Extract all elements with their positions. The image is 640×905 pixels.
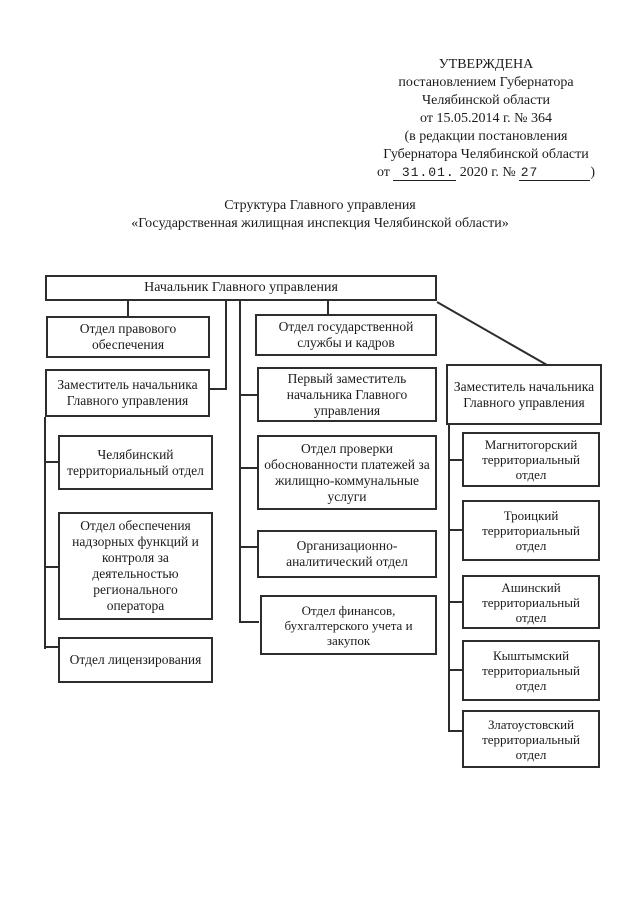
approval-line: УТВЕРЖДЕНА	[438, 57, 534, 72]
connector-line	[239, 394, 259, 396]
connector-line	[448, 425, 450, 732]
org-box-deputy-right: Заместитель начальника Главного управлен…	[446, 364, 602, 425]
connector-line	[448, 669, 464, 671]
connector-line	[44, 646, 60, 648]
connector-line	[239, 467, 259, 469]
connector-line	[127, 301, 129, 316]
org-box-org-analytical: Организационно-аналитический отдел	[257, 530, 437, 578]
connector-line	[448, 529, 464, 531]
connector-line	[44, 461, 60, 463]
approval-line: (в редакции постановления	[404, 129, 568, 144]
amendment-prefix: от	[376, 165, 390, 180]
org-box-civil-service: Отдел государственной службы и кадров	[255, 314, 437, 356]
approval-line: Губернатора Челябинской области	[383, 147, 589, 162]
connector-line	[448, 601, 464, 603]
org-box-magnitogorsk: Магнитогорский территориальный отдел	[462, 432, 600, 487]
org-box-head: Начальник Главного управления	[45, 275, 437, 301]
org-box-chelyabinsk: Челябинский территориальный отдел	[58, 435, 213, 490]
org-box-kyshtym: Кыштымский территориальный отдел	[462, 640, 600, 701]
connector-line	[239, 621, 259, 623]
connector-line	[239, 546, 259, 548]
title-line-1: Структура Главного управления	[224, 198, 416, 213]
connector-line	[225, 301, 227, 390]
amendment-number-filled: 27	[518, 165, 591, 181]
org-box-deputy-left: Заместитель начальника Главного управлен…	[45, 369, 210, 417]
approval-header: УТВЕРЖДЕНА постановлением Губернатора Че…	[348, 56, 624, 182]
amendment-middle: 2020 г. №	[459, 165, 516, 180]
org-box-first-deputy: Первый заместитель начальника Главного у…	[257, 367, 437, 422]
connector-line	[327, 301, 329, 314]
connector-line	[44, 417, 46, 649]
title-line-2: «Государственная жилищная инспекция Челя…	[131, 216, 509, 231]
org-box-legal: Отдел правового обеспечения	[46, 316, 210, 358]
approval-line: от 15.05.2014 г. № 364	[420, 111, 552, 126]
org-box-payment-check: Отдел проверки обоснованности платежей з…	[257, 435, 437, 510]
org-box-oversight: Отдел обеспечения надзорных функций и ко…	[58, 512, 213, 620]
approval-line: постановлением Губернатора	[398, 75, 574, 90]
connector-line	[448, 730, 464, 732]
amendment-date-filled: 31.01.	[392, 165, 456, 181]
amendment-closing-paren: )	[590, 165, 596, 180]
connector-line	[448, 459, 464, 461]
connector-line	[210, 388, 227, 390]
org-box-finance: Отдел финансов, бухгалтерского учета и з…	[260, 595, 437, 655]
org-box-zlatoust: Златоустовский территориальный отдел	[462, 710, 600, 768]
document-title: Структура Главного управления «Государст…	[0, 197, 640, 233]
org-box-licensing: Отдел лицензирования	[58, 637, 213, 683]
org-box-troitsk: Троицкий территориальный отдел	[462, 500, 600, 561]
connector-line	[44, 566, 60, 568]
connector-line	[239, 301, 241, 623]
approval-line: Челябинской области	[422, 93, 550, 108]
org-box-asha: Ашинский территориальный отдел	[462, 575, 600, 629]
